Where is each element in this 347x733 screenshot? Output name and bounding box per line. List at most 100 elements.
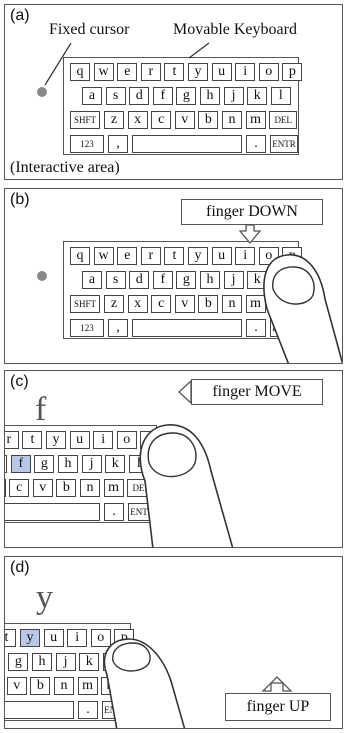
key-b[interactable]: b — [56, 479, 77, 497]
key-a[interactable]: a — [82, 271, 102, 289]
key-t[interactable]: t — [164, 63, 185, 81]
key-i[interactable]: i — [67, 629, 88, 647]
key-period[interactable]: . — [246, 319, 266, 337]
key-j[interactable]: j — [81, 455, 102, 473]
key-period[interactable]: . — [104, 503, 124, 521]
key-v[interactable]: v — [174, 111, 195, 129]
key-g[interactable]: g — [176, 271, 197, 289]
key-space[interactable] — [132, 135, 242, 153]
key-u[interactable]: u — [211, 247, 232, 265]
key-i[interactable]: i — [235, 63, 256, 81]
key-period[interactable]: . — [78, 701, 98, 719]
key-comma[interactable]: , — [108, 135, 128, 153]
key-g[interactable]: g — [34, 455, 55, 473]
key-f[interactable]: f — [10, 455, 31, 473]
key-v[interactable]: v — [174, 295, 195, 313]
movable-keyboard-label: Movable Keyboard — [173, 21, 297, 38]
key-space[interactable] — [5, 503, 100, 521]
key-c[interactable]: c — [151, 295, 172, 313]
key-s[interactable]: s — [105, 271, 126, 289]
key-shft[interactable]: SHFT — [70, 295, 100, 313]
key-m[interactable]: m — [77, 677, 98, 695]
key-d[interactable]: d — [129, 87, 150, 105]
key-h[interactable]: h — [200, 87, 220, 105]
key-del[interactable]: DEL — [269, 111, 298, 129]
key-b[interactable]: b — [198, 295, 219, 313]
key-l[interactable]: l — [270, 87, 291, 105]
key-y[interactable]: y — [188, 247, 208, 265]
key-z[interactable]: z — [104, 295, 124, 313]
key-d[interactable]: d — [129, 271, 150, 289]
key-n[interactable]: n — [80, 479, 100, 497]
key-x[interactable]: x — [5, 479, 6, 497]
key-space[interactable] — [132, 319, 242, 337]
key-u[interactable]: u — [69, 431, 90, 449]
key-o[interactable]: o — [90, 629, 111, 647]
key-k[interactable]: k — [247, 271, 268, 289]
key-v[interactable]: v — [32, 479, 53, 497]
keyboard[interactable]: qwertyuiopasdfghjklSHFTzxcvbnmDEL123,.EN… — [63, 241, 303, 339]
key-b[interactable]: b — [198, 111, 219, 129]
key-o[interactable]: o — [116, 431, 137, 449]
key-entr[interactable]: ENTR — [270, 135, 298, 153]
key-q[interactable]: q — [70, 247, 90, 265]
key-i[interactable]: i — [93, 431, 114, 449]
key-123[interactable]: 123 — [70, 135, 104, 153]
key-g[interactable]: g — [8, 653, 29, 671]
key-e[interactable]: e — [117, 247, 138, 265]
key-b[interactable]: b — [30, 677, 51, 695]
key-c[interactable]: c — [151, 111, 172, 129]
key-n[interactable]: n — [222, 111, 242, 129]
key-123[interactable]: 123 — [70, 319, 104, 337]
key-u[interactable]: u — [43, 629, 64, 647]
key-r[interactable]: r — [140, 63, 161, 81]
key-e[interactable]: e — [117, 63, 138, 81]
leader-lines — [44, 42, 210, 86]
key-u[interactable]: u — [211, 63, 232, 81]
key-p[interactable]: p — [282, 63, 303, 81]
key-t[interactable]: t — [5, 629, 17, 647]
key-h[interactable]: h — [200, 271, 220, 289]
key-x[interactable]: x — [127, 295, 148, 313]
key-space[interactable] — [5, 701, 74, 719]
key-shft[interactable]: SHFT — [70, 111, 100, 129]
key-z[interactable]: z — [104, 111, 124, 129]
key-q[interactable]: q — [70, 63, 90, 81]
key-y[interactable]: y — [20, 629, 40, 647]
key-n[interactable]: n — [222, 295, 242, 313]
key-t[interactable]: t — [164, 247, 185, 265]
key-f[interactable]: f — [152, 87, 173, 105]
key-t[interactable]: t — [22, 431, 43, 449]
key-r[interactable]: r — [5, 431, 19, 449]
key-k[interactable]: k — [79, 653, 100, 671]
key-k[interactable]: k — [105, 455, 126, 473]
key-a[interactable]: a — [82, 87, 102, 105]
key-k[interactable]: k — [247, 87, 268, 105]
key-x[interactable]: x — [127, 111, 148, 129]
key-j[interactable]: j — [223, 271, 244, 289]
key-y[interactable]: y — [46, 431, 66, 449]
keyboard[interactable]: qwertyuiopasdfghjklSHFTzxcvbnmDEL123,.EN… — [5, 425, 161, 523]
key-c[interactable]: c — [9, 479, 30, 497]
key-f[interactable]: f — [152, 271, 173, 289]
key-h[interactable]: h — [58, 455, 78, 473]
key-period[interactable]: . — [246, 135, 266, 153]
key-n[interactable]: n — [54, 677, 74, 695]
key-s[interactable]: s — [105, 87, 126, 105]
key-y[interactable]: y — [188, 63, 208, 81]
key-d[interactable]: d — [5, 455, 8, 473]
key-v[interactable]: v — [6, 677, 27, 695]
key-h[interactable]: h — [32, 653, 52, 671]
key-o[interactable]: o — [258, 63, 279, 81]
key-g[interactable]: g — [176, 87, 197, 105]
key-j[interactable]: j — [223, 87, 244, 105]
key-i[interactable]: i — [235, 247, 256, 265]
key-comma[interactable]: , — [108, 319, 128, 337]
key-w[interactable]: w — [93, 63, 114, 81]
key-j[interactable]: j — [55, 653, 76, 671]
key-m[interactable]: m — [103, 479, 124, 497]
key-m[interactable]: m — [245, 111, 266, 129]
key-r[interactable]: r — [140, 247, 161, 265]
key-w[interactable]: w — [93, 247, 114, 265]
